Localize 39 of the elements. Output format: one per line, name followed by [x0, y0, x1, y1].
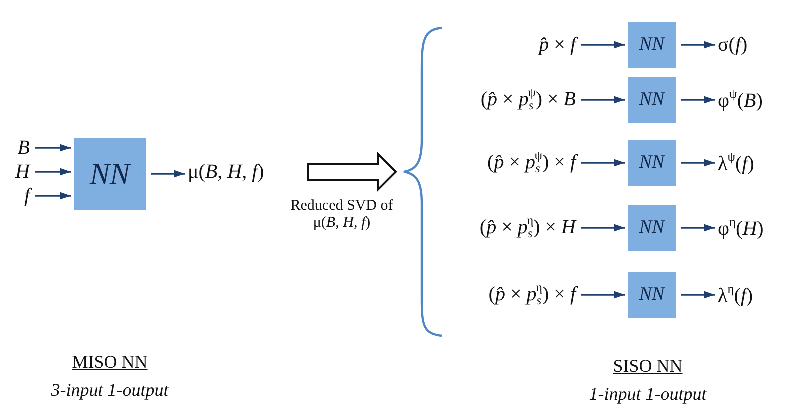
network-box: NN: [628, 77, 676, 123]
arrow: [151, 170, 185, 178]
network-box: NN: [628, 205, 676, 251]
arrow: [681, 224, 715, 232]
transform-caption: Reduced SVD of μ(B, H, f): [290, 198, 394, 232]
output-function: μ(B, H, f): [188, 161, 264, 183]
network-box: NN: [628, 140, 676, 186]
section-title: SISO NN: [612, 356, 684, 377]
input-expression: (p̂ × p$_{s}$$^{η}$) × H: [480, 214, 576, 242]
arrow: [35, 168, 71, 176]
input-expression: (p̂ × p$_{s}$$^{ψ}$) × f: [488, 150, 576, 176]
section-subtitle: 3-input 1-output: [50, 380, 170, 401]
arrow: [581, 291, 625, 299]
arrow: [681, 41, 715, 49]
arrow: [681, 96, 715, 104]
input-variable: B: [18, 137, 30, 159]
arrow: [581, 96, 625, 104]
input-expression: p̂ × f: [539, 34, 576, 56]
network-box: NN: [628, 22, 676, 68]
input-expression: (p̂ × p$_{s}$$^{ψ}$) × B: [480, 86, 576, 114]
input-variable: H: [16, 161, 30, 183]
output-function: λ$^{ψ}$(f): [718, 151, 754, 175]
network-box: NN: [628, 272, 676, 318]
arrow: [35, 144, 71, 152]
arrow: [581, 159, 625, 167]
input-variable: f: [24, 185, 30, 207]
arrow: [35, 192, 71, 200]
arrow: [581, 41, 625, 49]
network-box: NN: [74, 138, 146, 210]
section-title: MISO NN: [71, 352, 149, 373]
output-function: φ$^{η}$(H): [718, 216, 764, 240]
output-function: λ$^{η}$(f): [718, 283, 754, 307]
input-expression: (p̂ × p$_{s}$$^{η}$) × f: [488, 282, 576, 308]
output-function: σ(f): [718, 34, 748, 56]
section-subtitle: 1-input 1-output: [588, 384, 708, 405]
arrow: [681, 159, 715, 167]
arrow: [581, 224, 625, 232]
output-function: φ$^{ψ}$(B): [718, 88, 763, 112]
arrow: [681, 291, 715, 299]
